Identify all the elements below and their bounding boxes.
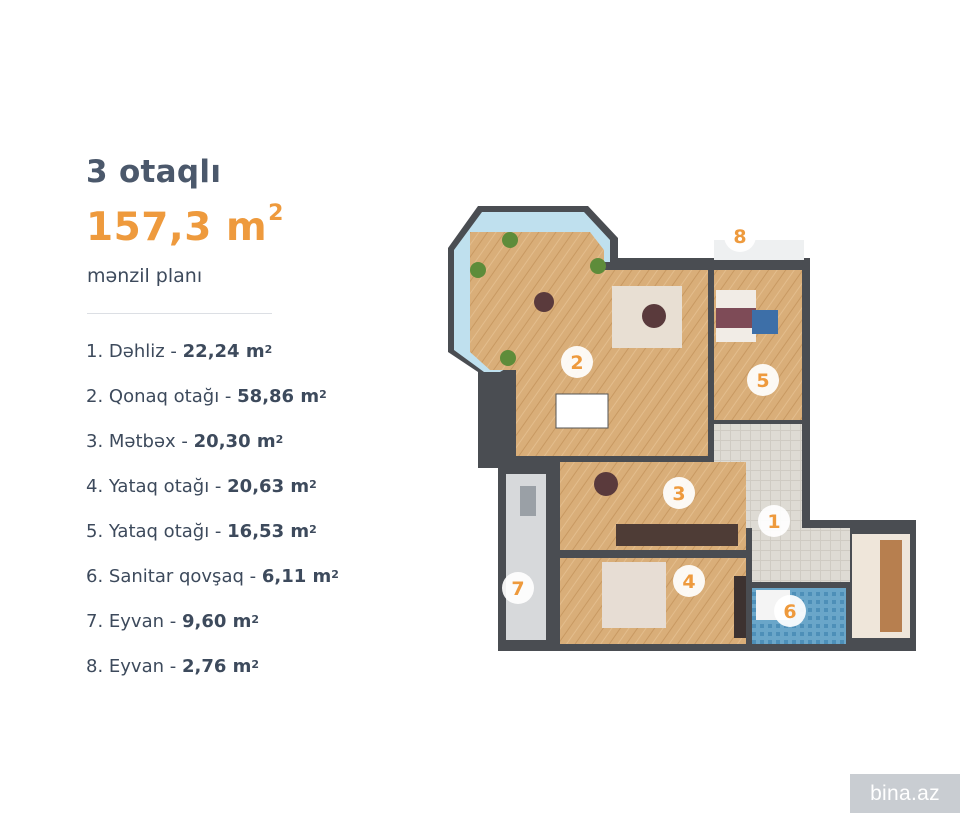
svg-text:1: 1: [767, 511, 780, 533]
room-label: 1. Dəhliz -: [86, 341, 183, 362]
total-area-unit-exponent: 2: [268, 201, 284, 226]
room-area: 20,30 m2: [193, 431, 284, 452]
room-area: 9,60 m2: [181, 611, 260, 632]
room-label: 4. Yataq otağı -: [86, 476, 228, 497]
hallway-floor: [714, 424, 850, 582]
room-label: 3. Mətbəx -: [86, 431, 194, 452]
plan-marker-1: 1: [758, 505, 790, 537]
plan-marker-2: 2: [561, 346, 593, 378]
plan-marker-3: 3: [663, 477, 695, 509]
room-list: 1. Dəhliz - 22,24 m2 2. Qonaq otağı - 58…: [86, 337, 339, 697]
room-item-1: 1. Dəhliz - 22,24 m2: [86, 337, 339, 382]
divider: [87, 313, 272, 314]
room-item-6: 6. Sanitar qovşaq - 6,11 m2: [86, 562, 339, 607]
room-item-4: 4. Yataq otağı - 20,63 m2: [86, 472, 339, 517]
svg-text:6: 6: [783, 601, 796, 623]
room-label: 5. Yataq otağı -: [86, 521, 228, 542]
room-area: 16,53 m2: [227, 521, 317, 542]
room-area: 2,76 m2: [181, 656, 260, 677]
apartment-type-title: 3 otaqlı: [86, 154, 222, 190]
room-area: 22,24 m2: [182, 341, 273, 362]
room-item-2: 2. Qonaq otağı - 58,86 m2: [86, 382, 339, 427]
svg-text:2: 2: [570, 352, 583, 374]
svg-text:8: 8: [733, 226, 746, 248]
svg-text:3: 3: [672, 483, 685, 505]
watermark-logo: bina.az: [850, 774, 960, 813]
plan-marker-7: 7: [502, 572, 534, 604]
room-item-5: 5. Yataq otağı - 16,53 m2: [86, 517, 339, 562]
svg-text:7: 7: [511, 578, 524, 600]
plan-marker-8: 8: [724, 220, 756, 252]
room-label: 8. Eyvan -: [86, 656, 182, 677]
room-item-3: 3. Mətbəx - 20,30 m2: [86, 427, 339, 472]
room-item-7: 7. Eyvan - 9,60 m2: [86, 607, 339, 652]
room-item-8: 8. Eyvan - 2,76 m2: [86, 652, 339, 697]
room-label: 6. Sanitar qovşaq -: [86, 566, 262, 587]
svg-text:4: 4: [682, 571, 695, 593]
plan-subtitle: mənzil planı: [87, 265, 203, 287]
plan-marker-5: 5: [747, 364, 779, 396]
total-area: 157,3 m2: [86, 201, 284, 250]
room-label: 2. Qonaq otağı -: [86, 386, 238, 407]
room-area: 6,11 m2: [261, 566, 339, 587]
svg-text:5: 5: [756, 370, 769, 392]
plan-marker-6: 6: [774, 595, 806, 627]
room-area: 58,86 m2: [237, 386, 327, 407]
plan-marker-4: 4: [673, 565, 705, 597]
room-area: 20,63 m2: [227, 476, 317, 497]
floor-plan-image: 1 2 3 4 5 6 7 8: [448, 206, 916, 651]
total-area-value: 157,3 m: [86, 205, 268, 250]
room-label: 7. Eyvan -: [86, 611, 182, 632]
